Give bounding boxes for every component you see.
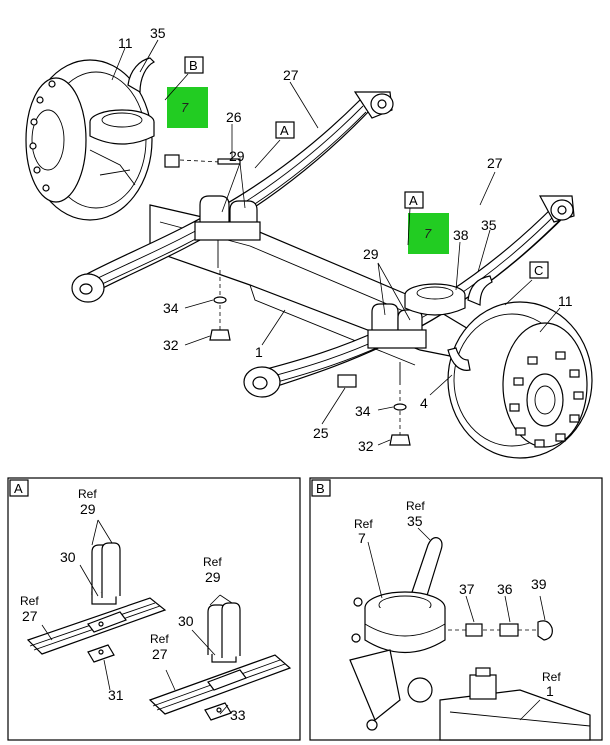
callout-38: 38 xyxy=(453,227,469,243)
panel-b-ref1-ref: Ref xyxy=(542,670,561,684)
highlight-left xyxy=(167,87,208,128)
brake-drum-left xyxy=(25,59,153,221)
panel-b-ref35-num: 35 xyxy=(407,513,423,529)
panel-a-left-ref27-ref: Ref xyxy=(20,594,39,608)
callout-32-left: 32 xyxy=(163,337,179,353)
callout-29-left: 29 xyxy=(229,148,245,164)
panel-b-brake-chamber xyxy=(351,591,446,654)
panel-a-right-ref27-ref: Ref xyxy=(150,632,169,646)
panel-a-right-ref27-num: 27 xyxy=(152,646,168,662)
panel-a-left-ref27-num: 27 xyxy=(22,608,38,624)
panel-a-right-ref29-ref: Ref xyxy=(203,555,222,569)
detail-panel-a: A xyxy=(7,477,301,741)
panel-a-right-33: 33 xyxy=(230,707,246,723)
u-bolts-right xyxy=(367,303,427,385)
callout-32-right: 32 xyxy=(358,438,374,454)
panel-b-ref1-num: 1 xyxy=(546,683,554,699)
leaf-spring-left xyxy=(71,91,394,303)
panel-b-tube xyxy=(409,537,443,603)
callout-27-top: 27 xyxy=(283,67,299,83)
panel-b-ref7-num: 7 xyxy=(358,530,366,546)
callout-11-left: 11 xyxy=(118,35,133,51)
fitting-39 xyxy=(537,620,553,641)
panel-a-left-ref29-num: 29 xyxy=(80,501,96,517)
fitting-36 xyxy=(499,623,519,637)
panel-b-37: 37 xyxy=(459,581,475,597)
panel-a-right-30: 30 xyxy=(178,613,194,629)
main-assembly: 7 7 B A A C 11 35 2 xyxy=(25,25,593,459)
panel-b-36: 36 xyxy=(497,581,513,597)
washer-nut-right xyxy=(337,374,411,446)
brake-chamber-left xyxy=(89,57,156,145)
panel-b-ref7-ref: Ref xyxy=(354,517,373,531)
panel-a-left-30: 30 xyxy=(60,549,76,565)
panel-a-right-spring xyxy=(148,602,292,721)
callout-34-left: 34 xyxy=(163,300,179,316)
panel-a-left-31: 31 xyxy=(108,687,124,703)
callout-34-right: 34 xyxy=(355,403,371,419)
highlight-left-label: 7 xyxy=(181,100,189,115)
panel-a-left-ref29-ref: Ref xyxy=(78,487,97,501)
panel-b-39: 39 xyxy=(531,576,547,592)
callout-box-b: B xyxy=(189,58,198,73)
highlight-right xyxy=(408,213,449,254)
callout-4: 4 xyxy=(420,395,428,411)
highlight-right-label: 7 xyxy=(424,226,432,241)
panel-a-title: A xyxy=(14,481,23,496)
callout-25: 25 xyxy=(313,425,329,441)
brake-drum-right xyxy=(447,301,593,459)
callout-box-c: C xyxy=(534,263,543,278)
callout-11-right: 11 xyxy=(558,293,573,309)
bolt-26 xyxy=(164,154,241,168)
washer-nut-left xyxy=(209,270,231,341)
panel-a-left-spring xyxy=(26,542,167,663)
callout-35-right: 35 xyxy=(481,217,497,233)
fitting-37 xyxy=(465,623,483,637)
callout-29-right: 29 xyxy=(363,246,379,262)
callout-26: 26 xyxy=(226,109,242,125)
detail-panel-b: B Ref 7 Ref 3 xyxy=(309,477,603,741)
callout-1: 1 xyxy=(255,344,263,360)
callout-box-a-top: A xyxy=(280,123,289,138)
panel-b-title: B xyxy=(316,481,325,496)
callout-box-a-right: A xyxy=(409,193,418,208)
callout-27-right: 27 xyxy=(487,155,503,171)
callout-35-left: 35 xyxy=(150,25,166,41)
u-bolts-left xyxy=(194,195,261,268)
panel-b-ref35-ref: Ref xyxy=(406,499,425,513)
brake-chamber-right xyxy=(404,275,493,371)
panel-a-right-ref29-num: 29 xyxy=(205,569,221,585)
